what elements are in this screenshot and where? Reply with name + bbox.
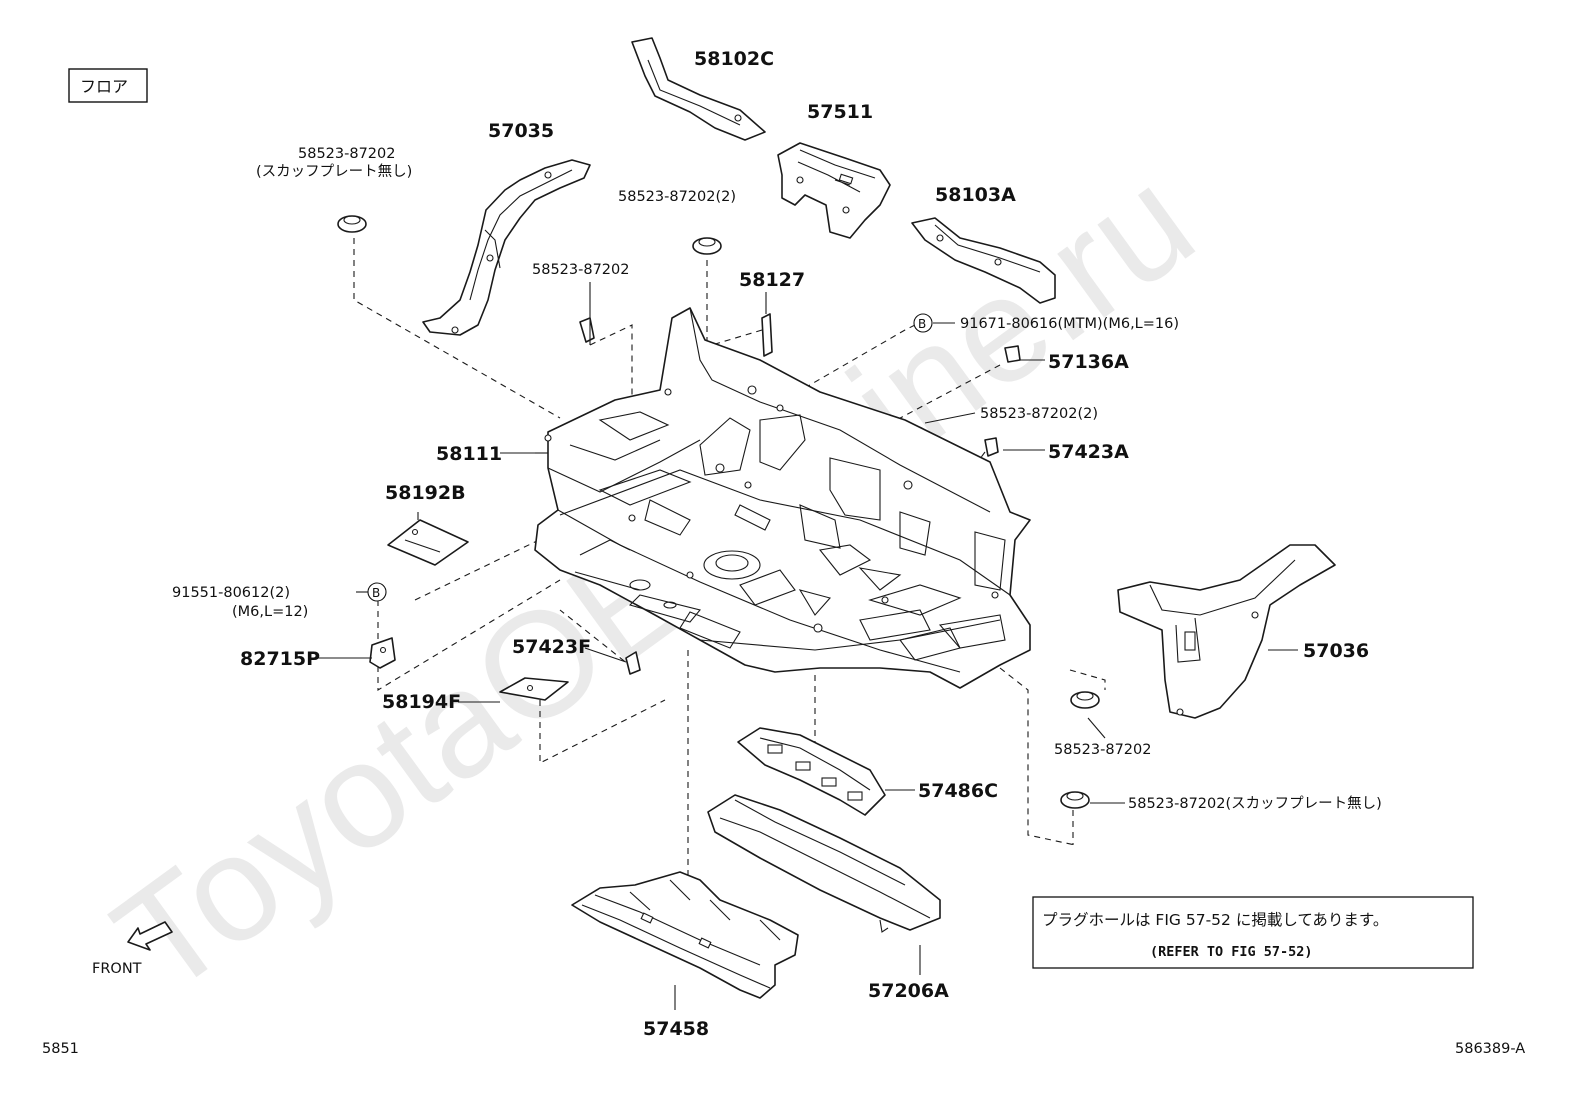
front-label: FRONT (92, 961, 142, 977)
footer-page-code: 5851 (42, 1041, 79, 1057)
callout-grommet-top-center: 58523-87202(2) (618, 189, 736, 205)
part-82715P-drawing (369, 637, 396, 669)
grommet-top-left-drawing (337, 215, 367, 233)
section-label-box: フロア (68, 68, 148, 103)
callout-bolt-left: 91551-80612(2) (172, 585, 290, 601)
grommet-top-center-drawing (692, 237, 722, 255)
label-57206A: 57206A (868, 980, 949, 1002)
part-58111-floor-pan-drawing (534, 307, 1031, 689)
front-arrow-icon (127, 921, 173, 951)
label-58103A: 58103A (935, 184, 1016, 206)
leader-lines (318, 282, 1298, 1010)
callout-clip-center: 58523-87202 (532, 262, 630, 278)
part-57511-drawing (777, 142, 891, 239)
part-57458-drawing (571, 871, 799, 999)
label-57423F: 57423F (512, 636, 591, 658)
callout-grommet-top-left-note: (スカッフプレート無し) (256, 163, 412, 180)
part-57206A-drawing (707, 794, 941, 933)
part-57423F-drawing (625, 651, 641, 675)
part-58194F-drawing (499, 677, 569, 701)
part-57423A-drawing (984, 437, 999, 457)
grommet-bottom-right-drawing (1060, 791, 1090, 809)
footer-figure-code: 586389-A (1455, 1041, 1525, 1057)
callout-grommet-bottom-right: 58523-87202(スカッフプレート無し) (1128, 795, 1382, 812)
label-57423A: 57423A (1048, 441, 1129, 463)
section-label: フロア (80, 77, 128, 96)
reference-note-box: プラグホールは FIG 57-52 に掲載してあります。 (REFER TO F… (1032, 896, 1474, 969)
svg-text:B: B (372, 586, 380, 600)
label-58102C: 58102C (694, 48, 774, 70)
label-57036: 57036 (1303, 640, 1369, 662)
circle-marker-b-top: B (913, 313, 933, 333)
part-58192B-drawing (387, 519, 469, 566)
part-58127-drawing (761, 313, 773, 357)
label-57035: 57035 (488, 120, 554, 142)
part-57486C-drawing (737, 727, 886, 816)
label-58192B: 58192B (385, 482, 466, 504)
circle-marker-b-left: B (367, 582, 387, 602)
reference-note-en: (REFER TO FIG 57-52) (1150, 944, 1313, 960)
callout-bolt-top: 91671-80616(MTM)(M6,L=16) (960, 316, 1179, 332)
clip-center-drawing (579, 317, 595, 343)
part-57035-drawing (422, 159, 591, 336)
label-58127: 58127 (739, 269, 805, 291)
callout-grommet-top-left: 58523-87202 (298, 146, 396, 162)
label-58111: 58111 (436, 443, 502, 465)
part-57036-drawing (1117, 544, 1336, 719)
callout-grommet-mid-right: 58523-87202(2) (980, 406, 1098, 422)
label-57458: 57458 (643, 1018, 709, 1040)
reference-note-jp: プラグホールは FIG 57-52 に掲載してあります。 (1042, 911, 1388, 929)
label-57511: 57511 (807, 101, 873, 123)
label-82715P: 82715P (240, 648, 320, 670)
callout-bolt-left-spec: (M6,L=12) (232, 604, 308, 620)
callout-grommet-lower-right: 58523-87202 (1054, 742, 1152, 758)
grommet-lower-right-drawing (1070, 691, 1100, 709)
part-58102C-drawing (631, 37, 766, 141)
label-58194F: 58194F (382, 691, 461, 713)
label-57136A: 57136A (1048, 351, 1129, 373)
svg-text:B: B (918, 317, 926, 331)
label-57486C: 57486C (918, 780, 998, 802)
part-58103A-drawing (911, 217, 1056, 304)
part-57136A-drawing (1004, 345, 1021, 363)
